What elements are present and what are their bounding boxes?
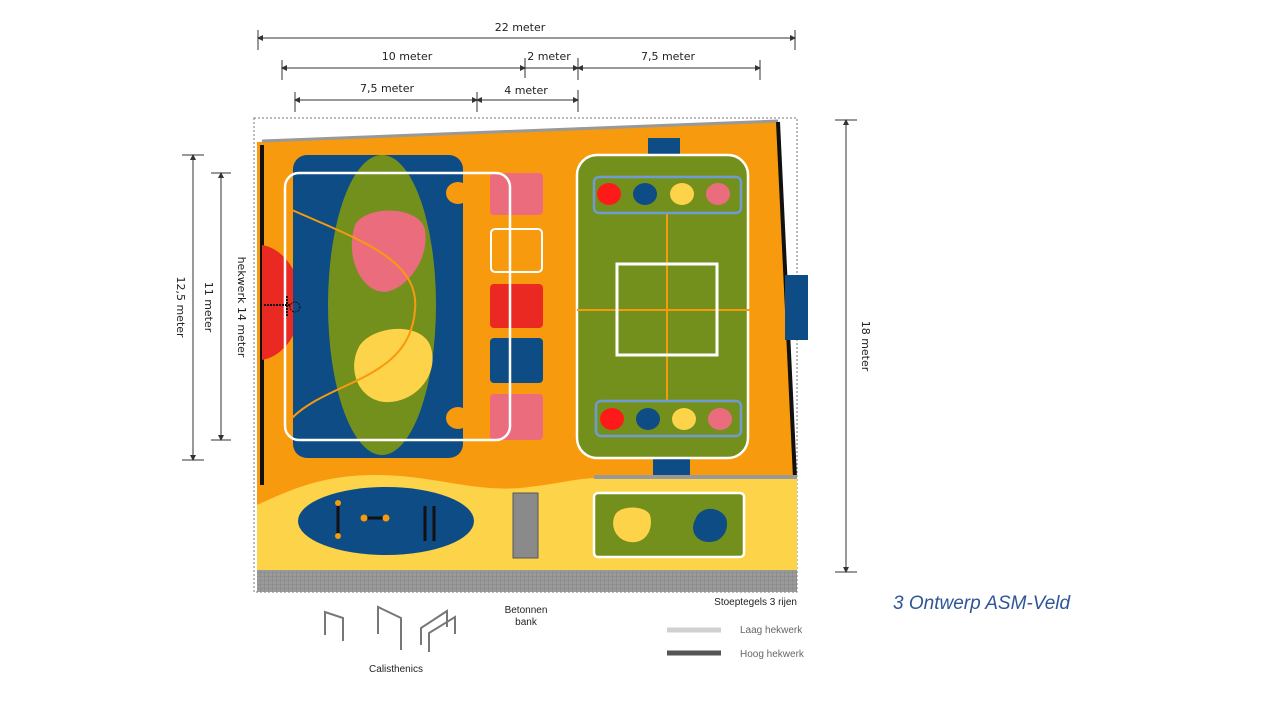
dimension-7-5-meter-right: 7,5 meter [577,50,761,80]
calisthenics-label: Calisthenics [369,664,423,675]
figure-caption: 3 Ontwerp ASM-Veld [893,593,1071,614]
legend-label: Laag hekwerk [740,625,803,636]
ball-strip-top [592,175,743,215]
fence-length-label: hekwerk 14 meter [235,257,248,358]
calisthenics-bars-icon [324,605,456,652]
paving-tiles [257,570,797,592]
green-field [575,153,750,460]
orange-spot [446,407,470,429]
white-outline-tile [490,228,543,273]
blue-tile [490,338,543,383]
pink-tile [490,173,543,215]
blue-blob [693,508,728,543]
goal-right [785,275,808,340]
dimension-label: 7,5 meter [360,82,415,95]
ball-strip-bottom [594,399,743,438]
dimension-11-meter: 11 meter [202,172,231,441]
dimension-10-meter: 10 meter [281,50,526,80]
red-goal-zone [262,245,302,360]
dimension-label: 18 meter [859,321,872,372]
legend: Laag hekwerk Hoog hekwerk [667,625,805,660]
dimension-label: 7,5 meter [641,50,696,63]
dimension-label: 4 meter [504,84,548,97]
goal-top [648,138,680,154]
orange-curve-line [291,209,417,419]
dimension-2-meter: 2 meter [525,50,579,80]
orange-spot [446,182,470,204]
dimension-12-5-meter: 12,5 meter [174,154,204,461]
paving-label: Stoeptegels 3 rijen [714,597,797,608]
calisthenics-equipment-icon [335,500,436,541]
dimension-label: 22 meter [495,21,546,34]
white-court-outline [283,171,512,442]
green-oval [328,155,436,455]
basketball-hoop-icon [264,296,301,316]
bench-label-line1: Betonnen [505,605,548,616]
dimension-label: 11 meter [202,282,215,333]
dimension-label: 10 meter [382,50,433,63]
red-tile [490,284,543,328]
dimension-4-meter: 4 meter [476,84,579,112]
white-center-square [615,262,719,357]
yellow-blob [354,328,433,403]
dimension-18-meter: 18 meter [835,119,872,573]
legend-label: Hoog hekwerk [740,649,805,660]
dimension-7-5-meter-left: 7,5 meter [294,82,478,112]
low-fence-top [261,119,779,143]
goal-bottom [653,459,690,475]
yellow-blob [613,507,651,543]
concrete-bench [512,492,539,559]
pink-blob [351,210,426,292]
dimension-label: 12,5 meter [174,276,187,338]
dimension-label: 2 meter [527,50,571,63]
dimension-22-meter: 22 meter [257,21,796,50]
bench-label-line2: bank [515,617,538,628]
pink-tile [490,394,543,440]
